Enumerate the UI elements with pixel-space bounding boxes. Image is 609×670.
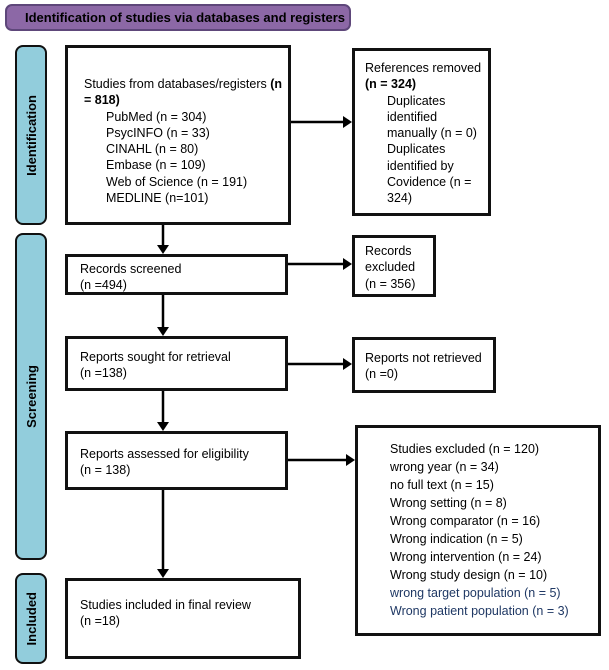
box-line: Reports not retrieved xyxy=(365,351,482,365)
box-studies-included: Studies included in final review (n =18) xyxy=(65,578,301,659)
database-item: Embase (n = 109) xyxy=(106,158,206,173)
arrow-assessed-to-excluded xyxy=(288,454,355,466)
exclusion-reason: Wrong intervention (n = 24) xyxy=(390,550,542,564)
database-item: MEDLINE (n=101) xyxy=(106,190,209,205)
box-records-screened: Records screened (n =494) xyxy=(65,254,288,295)
stage-label-included: Included xyxy=(23,591,39,646)
n-value: (n =18) xyxy=(80,614,120,629)
box-reports-assessed: Reports assessed for eligibility (n = 13… xyxy=(65,431,288,490)
diagram-title: Identification of studies via databases … xyxy=(25,10,346,25)
exclusion-reason: Wrong comparator (n = 16) xyxy=(390,514,541,528)
arrow-screened-to-sought xyxy=(157,295,169,336)
diagram-header: Identification of studies via databases … xyxy=(5,4,351,31)
box-line: Reports assessed for eligibility xyxy=(80,447,249,461)
exclusion-reason: Wrong study design (n = 10) xyxy=(390,568,548,582)
n-value: (n = 138) xyxy=(80,463,131,478)
box-title: Studies from databases/registers (n = 81… xyxy=(84,77,283,108)
n-value: (n =138) xyxy=(80,366,127,381)
exclusion-reason: Wrong patient population (n = 3) xyxy=(390,604,569,618)
arrow-assessed-to-included xyxy=(157,490,169,578)
database-item: CINAHL (n = 80) xyxy=(106,142,199,156)
stage-bar-screening: Screening xyxy=(15,233,47,560)
n-value: (n =0) xyxy=(365,367,399,382)
box-references-removed: References removed (n = 324) Duplicates … xyxy=(352,48,491,216)
box-records-excluded: Records excluded (n = 356) xyxy=(352,235,436,297)
exclusion-reason: Wrong indication (n = 5) xyxy=(390,532,523,546)
n-value: (n = 356) xyxy=(365,276,416,291)
box-line: Studies included in final review xyxy=(80,598,251,612)
n-value: (n = 324) xyxy=(365,77,417,92)
removed-item: Duplicates identified manually (n = 0) xyxy=(387,93,477,141)
database-item: Web of Science (n = 191) xyxy=(106,174,248,189)
box-title: References removed (n = 324) xyxy=(365,61,482,92)
n-value: (n =494) xyxy=(80,278,127,293)
arrow-sought-to-not-retrieved xyxy=(288,358,352,370)
database-item: PsycINFO (n = 33) xyxy=(106,125,210,140)
box-line: Records excluded xyxy=(365,244,416,275)
exclusion-reason: Studies excluded (n = 120) xyxy=(390,442,540,456)
database-item: PubMed (n = 304) xyxy=(106,109,207,124)
box-studies-excluded: Studies excluded (n = 120) wrong year (n… xyxy=(355,425,601,636)
stage-bar-identification: Identification xyxy=(15,45,47,225)
exclusion-reason: no full text (n = 15) xyxy=(390,478,494,492)
box-reports-not-retrieved: Reports not retrieved (n =0) xyxy=(352,337,496,393)
removed-item: Duplicates identified by Covidence (n = … xyxy=(387,142,472,205)
exclusion-reason: Wrong setting (n = 8) xyxy=(390,496,507,510)
arrow-studies-to-removed xyxy=(291,116,352,128)
arrow-studies-to-screened xyxy=(157,225,169,254)
stage-label-screening: Screening xyxy=(23,365,39,428)
exclusion-reason: wrong year (n = 34) xyxy=(390,460,499,474)
box-line: Records screened xyxy=(80,262,182,276)
box-reports-sought: Reports sought for retrieval (n =138) xyxy=(65,336,288,391)
exclusion-reason: wrong target population (n = 5) xyxy=(390,586,561,600)
box-line: Reports sought for retrieval xyxy=(80,350,231,364)
n-value: (n = 818) xyxy=(84,77,283,108)
stage-bar-included: Included xyxy=(15,573,47,664)
stage-label-identification: Identification xyxy=(23,94,39,176)
arrow-sought-to-assessed xyxy=(157,391,169,431)
arrow-screened-to-excluded xyxy=(288,258,352,270)
box-studies-from-databases: Studies from databases/registers (n = 81… xyxy=(65,45,291,225)
